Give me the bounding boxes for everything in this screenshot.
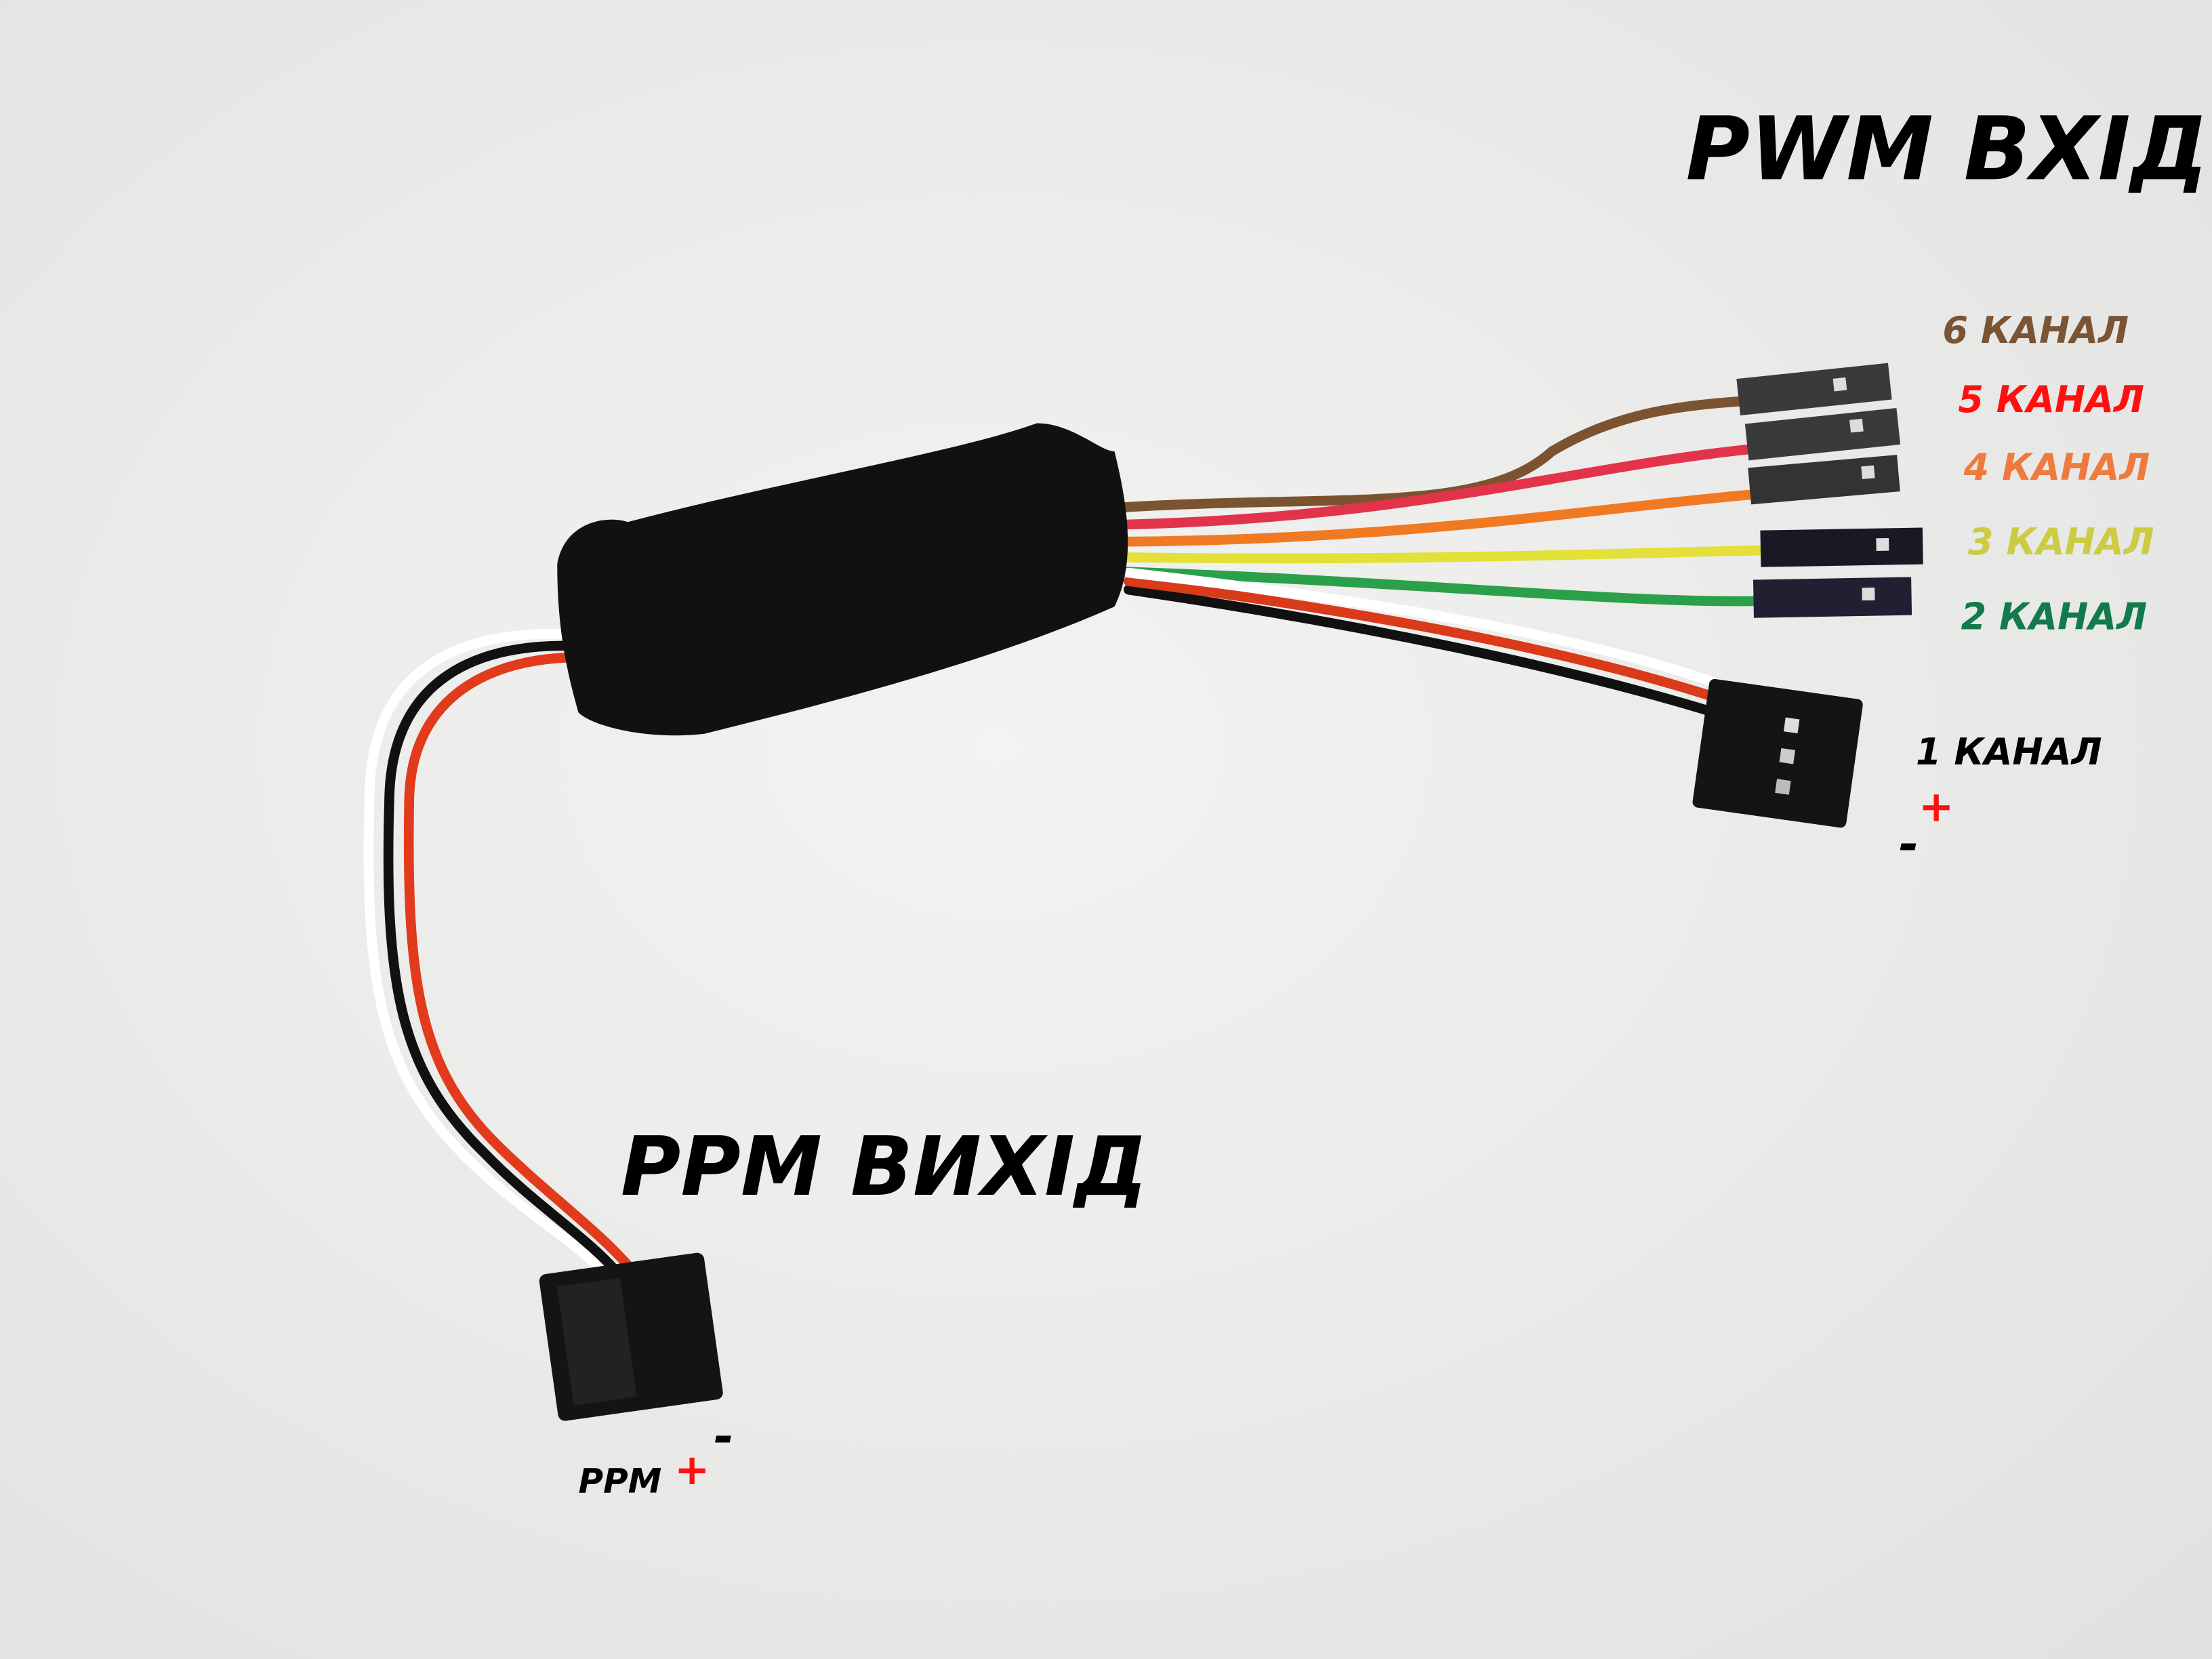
- channel-6-label: 6 КАНАЛ: [1942, 309, 2129, 352]
- ppm-plus: +: [674, 1445, 710, 1494]
- ppm-output-title: PPM ВИХІД: [621, 1120, 1148, 1214]
- channel-1-label: 1 КАНАЛ: [1916, 731, 2102, 773]
- channel-5-label: 5 КАНАЛ: [1958, 378, 2144, 421]
- channel-1-servo-connector: [1692, 678, 1863, 828]
- channel-4-label: 4 КАНАЛ: [1963, 446, 2150, 489]
- converter-module: [557, 423, 1128, 736]
- ppm-cable: [363, 629, 643, 1282]
- channel-2-label: 2 КАНАЛ: [1961, 595, 2147, 638]
- ppm-minus: -: [714, 1408, 733, 1465]
- ppm-servo-connector: [539, 1252, 723, 1421]
- channel-wires: [1109, 395, 1776, 718]
- channel-1-plus: +: [1919, 782, 1954, 832]
- pwm-input-title: PWM ВХІД: [1686, 98, 2209, 200]
- ppm-pin-label: PPM: [578, 1461, 661, 1500]
- channel-1-minus: -: [1899, 816, 1919, 872]
- channel-3-label: 3 КАНАЛ: [1968, 520, 2154, 563]
- dupont-connectors: [1736, 363, 1923, 618]
